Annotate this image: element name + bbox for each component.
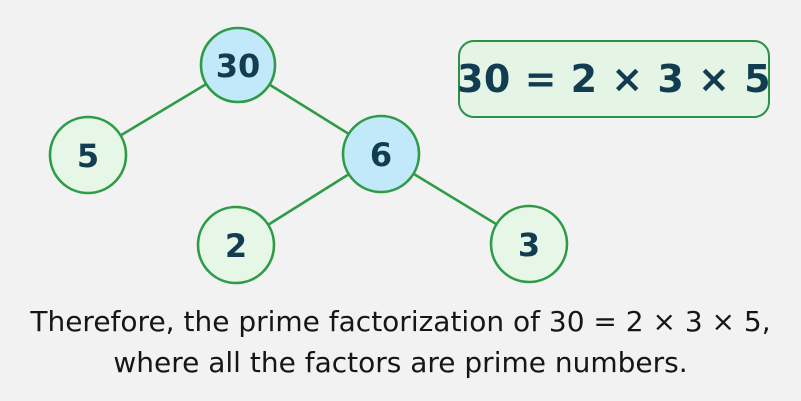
factor-tree-diagram: 30 5 6 2 3 xyxy=(48,26,569,285)
tree-node-3: 3 xyxy=(489,204,569,284)
node-circle-3 xyxy=(489,204,569,284)
node-circle-6 xyxy=(341,114,421,194)
node-label-5: 5 xyxy=(77,137,99,175)
tree-node-5: 5 xyxy=(48,115,128,195)
tree-node-6: 6 xyxy=(341,114,421,194)
node-label-3: 3 xyxy=(518,226,540,264)
tree-node-2: 2 xyxy=(196,205,276,285)
node-label-6: 6 xyxy=(370,136,392,174)
equation-box: 30 = 2 × 3 × 5 xyxy=(456,40,772,118)
tree-node-30: 30 xyxy=(199,26,277,104)
equation-text: 30 = 2 × 3 × 5 xyxy=(456,57,772,101)
node-circle-5 xyxy=(48,115,128,195)
node-circle-30 xyxy=(199,26,277,104)
node-label-30: 30 xyxy=(216,47,261,85)
node-label-2: 2 xyxy=(225,227,247,265)
caption: Therefore, the prime factorization of 30… xyxy=(0,301,801,383)
caption-line-1: Therefore, the prime factorization of 30… xyxy=(30,305,771,338)
caption-line-2: where all the factors are prime numbers. xyxy=(113,346,688,379)
node-circle-2 xyxy=(196,205,276,285)
